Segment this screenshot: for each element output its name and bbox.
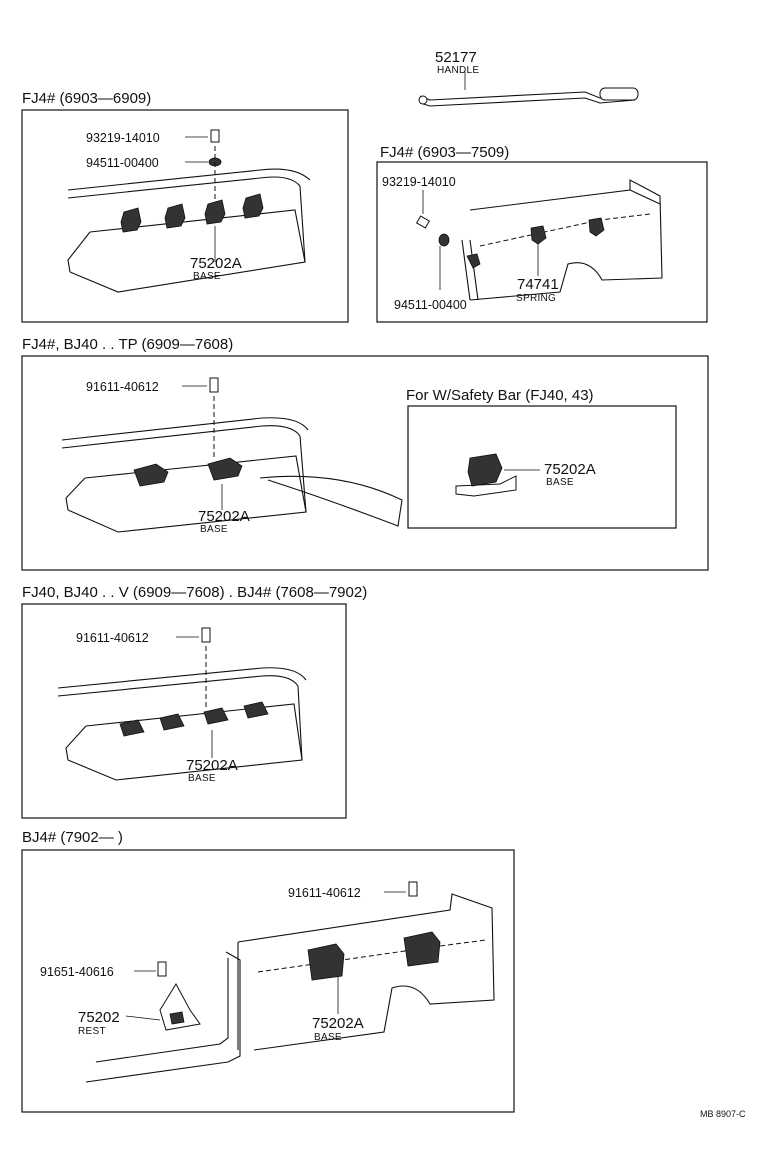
section-4-frame <box>21 603 347 819</box>
section-1-bases <box>120 193 264 233</box>
section-3-bolt-icon <box>209 377 219 393</box>
section-1-base-name: BASE <box>193 271 221 282</box>
section-3-arrow <box>259 475 403 527</box>
section-4-title: FJ40, BJ40 . . V (6909—7608) . BJ4# (760… <box>22 584 367 601</box>
section-3-inset-base <box>455 453 517 497</box>
section-1-bolt-number: 93219-14010 <box>86 131 160 145</box>
section-3-inset-title: For W/Safety Bar (FJ40, 43) <box>406 387 594 404</box>
section-3-base-number: 75202A <box>198 508 250 525</box>
section-5-tailgate <box>85 893 495 1083</box>
section-5-bolt-icon <box>408 881 418 897</box>
section-2-bolt-icon <box>415 215 431 229</box>
section-5-bolt2-number: 91651-40616 <box>40 965 114 979</box>
section-5-base-name: BASE <box>314 1032 342 1043</box>
section-4-tailgate <box>57 667 307 781</box>
section-3-tailgate <box>61 417 309 533</box>
section-5-base-number: 75202A <box>312 1015 364 1032</box>
handle-illustration <box>418 87 639 107</box>
section-2-washer-number: 94511-00400 <box>394 298 467 312</box>
section-1-tailgate <box>67 168 311 293</box>
section-4-base-name: BASE <box>188 773 216 784</box>
section-2-tailgate <box>461 179 663 301</box>
section-3-inset-frame <box>407 405 677 529</box>
section-3-bolt-number: 91611-40612 <box>86 380 159 394</box>
handle-part-number: 52177 <box>435 49 477 66</box>
section-2-bolt-number: 93219-14010 <box>382 175 456 189</box>
section-3-inset-base-name: BASE <box>546 477 574 488</box>
section-1-bolt-icon <box>210 129 220 143</box>
section-5-rest-number: 75202 <box>78 1009 120 1026</box>
section-2-title: FJ4# (6903—7509) <box>380 144 509 161</box>
section-1-base-number: 75202A <box>190 255 242 272</box>
section-1-washer-number: 94511-00400 <box>86 156 159 170</box>
footer-code: MB 8907-C <box>700 1109 746 1119</box>
section-1-frame <box>21 109 349 323</box>
section-4-bolt-icon <box>201 627 211 643</box>
section-5-frame <box>21 849 515 1113</box>
section-3-frame <box>21 355 709 571</box>
section-3-title: FJ4#, BJ40 . . TP (6909—7608) <box>22 336 233 353</box>
section-2-spring-name: SPRING <box>516 293 556 304</box>
section-5-rest <box>159 982 201 1031</box>
section-2-springs <box>466 217 605 269</box>
section-3-base-name: BASE <box>200 524 228 535</box>
section-5-bolt2-icon <box>157 961 167 977</box>
section-1-title: FJ4# (6903—6909) <box>22 90 151 107</box>
section-2-frame <box>376 161 708 323</box>
section-3-inset-base-number: 75202A <box>544 461 596 478</box>
section-4-base-number: 75202A <box>186 757 238 774</box>
section-4-bolt-number: 91611-40612 <box>76 631 149 645</box>
section-4-bases <box>119 701 269 737</box>
section-5-rest-name: REST <box>78 1026 106 1037</box>
section-5-title: BJ4# (7902— ) <box>22 829 123 846</box>
section-3-bases <box>133 457 243 487</box>
handle-name: HANDLE <box>437 65 479 76</box>
section-2-washer-icon <box>438 233 450 247</box>
section-2-spring-number: 74741 <box>517 276 559 293</box>
section-5-bolt-number: 91611-40612 <box>288 886 361 900</box>
section-5-bases <box>307 931 441 981</box>
